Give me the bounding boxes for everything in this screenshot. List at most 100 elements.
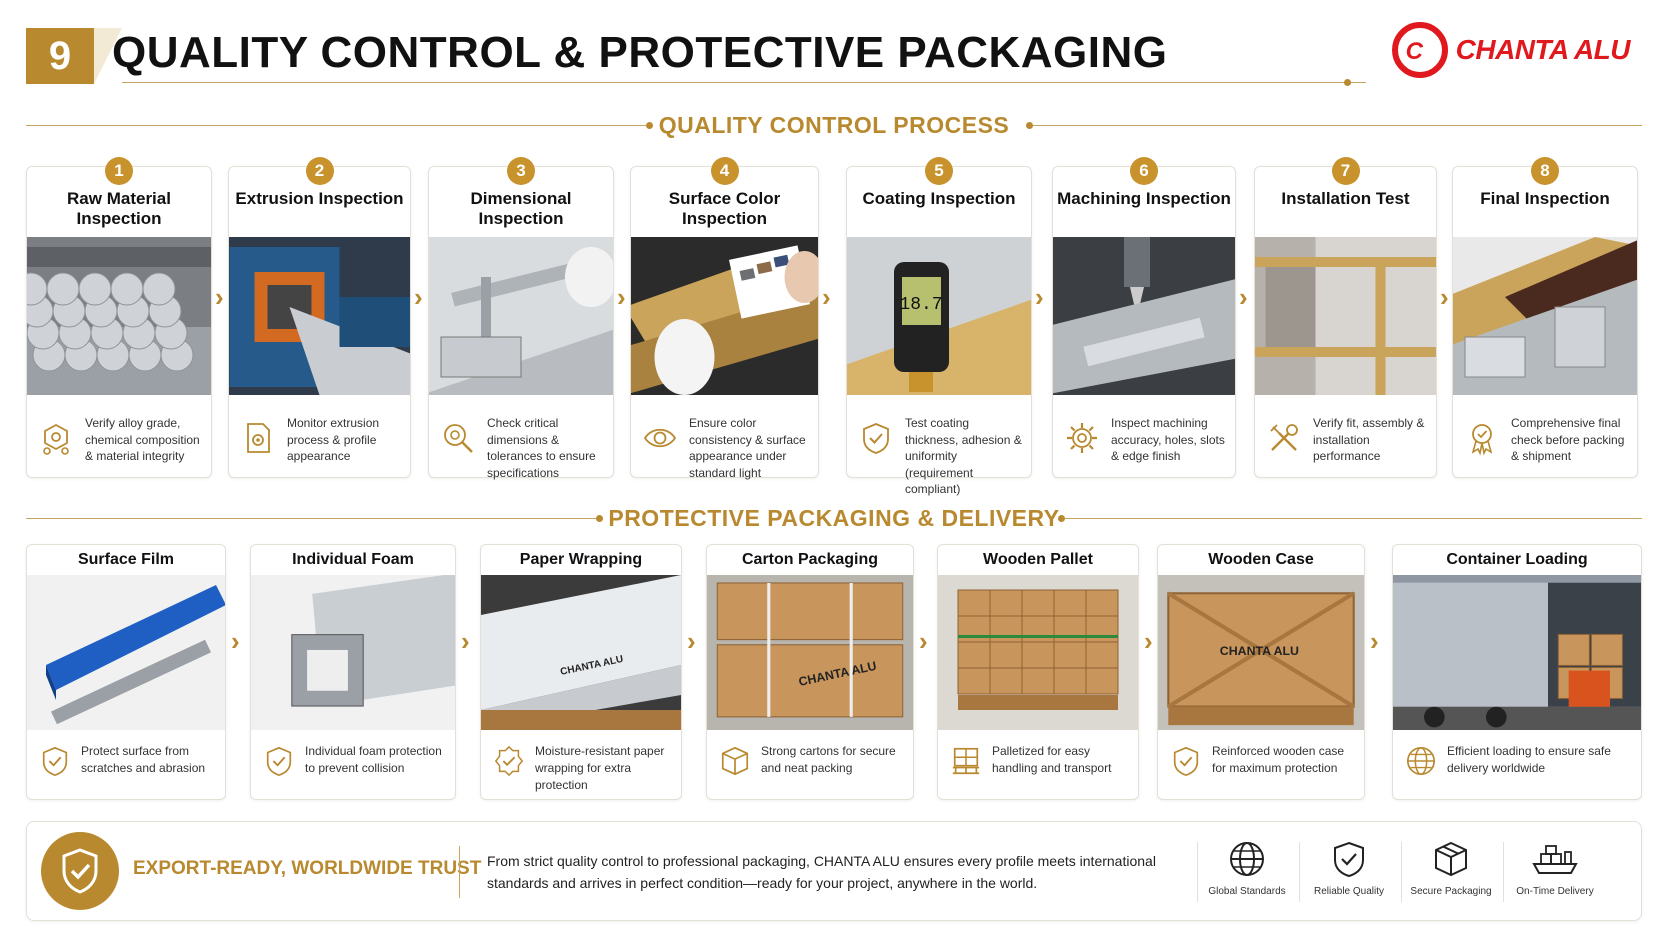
box-icon [721,746,749,776]
pack-section-heading: PROTECTIVE PACKAGING & DELIVERY [26,505,1642,533]
chevron-right-icon: › [822,282,831,312]
step-number: 7 [1331,157,1360,185]
step-description: Moisture-resistant paper wrapping for ex… [535,744,665,792]
step-description: Reinforced wooden case for maximum prote… [1212,744,1345,775]
step-image [1053,237,1235,395]
step-title: Carton Packaging [741,551,879,568]
qc-step-card: 4 Surface Color Inspection Ensure color … [630,157,819,480]
chevron-right-icon: › [414,282,423,312]
packaging-photo: CHANTA ALU [1158,575,1364,730]
chevron-right-icon: › [1239,282,1248,312]
award-icon [1471,424,1493,456]
badge-reliable-quality: Reliable Quality [1299,840,1399,897]
section-number-badge: 9 [26,28,122,84]
footer-text: From strict quality control to professio… [487,853,1156,891]
step-number: 4 [710,157,739,185]
gear-icon [1067,423,1097,453]
header-divider [122,82,1366,83]
packaging-step-card: Paper Wrapping CHANTA ALU Moisture-resis… [480,544,682,800]
qc-section-heading: QUALITY CONTROL PROCESS [26,112,1642,140]
step-image [631,237,818,395]
inspection-photo [1053,237,1235,395]
step-title: Installation Test [1281,189,1410,208]
brand-logo: C CHANTA ALU [1391,22,1631,78]
eye-icon [643,428,677,448]
step-image [1255,237,1436,395]
globe-icon [1406,746,1436,776]
coating-meter-reading: 18.7 [899,295,942,315]
inspection-photo [631,237,818,395]
step-title: Paper Wrapping [519,551,643,568]
tools-icon [1270,424,1298,451]
step-title: Coating Inspection [862,189,1016,208]
gear-document-icon [247,423,270,453]
chevron-right-icon: › [215,282,224,312]
qc-step-card: 5 Coating Inspection 18.7 Test coating t… [846,157,1032,496]
logo-text: CHANTA ALU [1455,34,1631,65]
packaging-step-card: Wooden Case CHANTA ALU Reinforced wooden… [1157,544,1365,800]
step-title: Wooden Pallet [983,551,1093,568]
step-description: Efficient loading to ensure safe deliver… [1447,744,1611,775]
step-image: 18.7 [847,237,1031,395]
step-title: Surface Film [77,551,175,568]
badge-on-time-delivery: On-Time Delivery [1505,840,1605,897]
footer-banner: EXPORT-READY, WORLDWIDE TRUST From stric… [26,821,1642,921]
qc-step-card: 6 Machining Inspection Inspect machining… [1052,157,1236,478]
trust-heading: EXPORT-READY, WORLDWIDE TRUST [133,858,482,879]
packaging-step-card: Carton Packaging CHANTA ALU Strong carto… [706,544,914,800]
step-title: Raw Material Inspection [67,189,171,228]
packaging-photo [27,575,225,730]
shield-check-icon [42,746,68,777]
step-image [229,237,410,395]
step-image: CHANTA ALU [1158,575,1364,730]
chevron-right-icon: › [1440,282,1449,312]
qc-step-card: 1 Raw Material Inspection Verify alloy g… [26,157,212,478]
inspection-photo [27,237,211,395]
step-description: Test coating thickness, adhesion & unifo… [905,416,1022,496]
step-description: Strong cartons for secure and neat packi… [761,744,896,775]
inspection-photo [229,237,410,395]
inspection-photo [1255,237,1436,395]
box-label: CHANTA ALU [1220,644,1299,658]
packaging-step-card: Wooden Pallet Palletized for easy handli… [937,544,1139,800]
step-image: CHANTA ALU [481,575,681,730]
chevron-right-icon: › [1144,626,1153,656]
step-image: CHANTA ALU [707,575,913,730]
step-number: 8 [1531,157,1559,185]
chevron-right-icon: › [919,626,928,656]
inspection-photo: 18.7 [847,237,1031,395]
packaging-photo [1393,575,1641,730]
badge-secure-packaging: Secure Packaging [1401,840,1501,897]
packaging-photo: CHANTA ALU [481,575,681,730]
inspection-photo [1453,237,1637,395]
packaging-photo [251,575,455,730]
step-title: Dimensional Inspection [470,189,572,228]
packaging-step-card: Surface Film Protect surface from scratc… [26,544,226,800]
packaging-photo: CHANTA ALU [707,575,913,730]
step-title: Surface Color Inspection [668,189,781,228]
magnifier-gear-icon [444,424,473,453]
header-divider-dot [1344,79,1351,86]
qc-section-title: QUALITY CONTROL PROCESS [658,112,1010,138]
step-description: Ensure color consistency & surface appea… [689,416,806,480]
packaging-step-card: Individual Foam Individual foam protecti… [250,544,456,800]
step-title: Machining Inspection [1057,189,1231,208]
box-icon [1435,841,1467,877]
chevron-right-icon: › [231,626,240,656]
globe-icon [1230,842,1264,876]
shield-check-icon [863,423,889,454]
chevron-right-icon: › [461,626,470,656]
step-title: Wooden Case [1208,551,1314,568]
molecule-icon [43,423,69,455]
qc-step-card: 3 Dimensional Inspection Check critical … [428,157,614,480]
qc-step-card: 7 Installation Test Verify fit, assembly… [1254,157,1437,478]
shield-check-icon [41,832,119,910]
ship-icon [1532,845,1578,874]
step-description: Verify fit, assembly & installation perf… [1313,416,1425,463]
step-image [251,575,455,730]
step-description: Protect surface from scratches and abras… [81,744,206,775]
page-title: QUALITY CONTROL & PROTECTIVE PACKAGING [112,28,1168,77]
step-image [1453,237,1637,395]
inspection-photo [429,237,613,395]
chevron-right-icon: › [1035,282,1044,312]
